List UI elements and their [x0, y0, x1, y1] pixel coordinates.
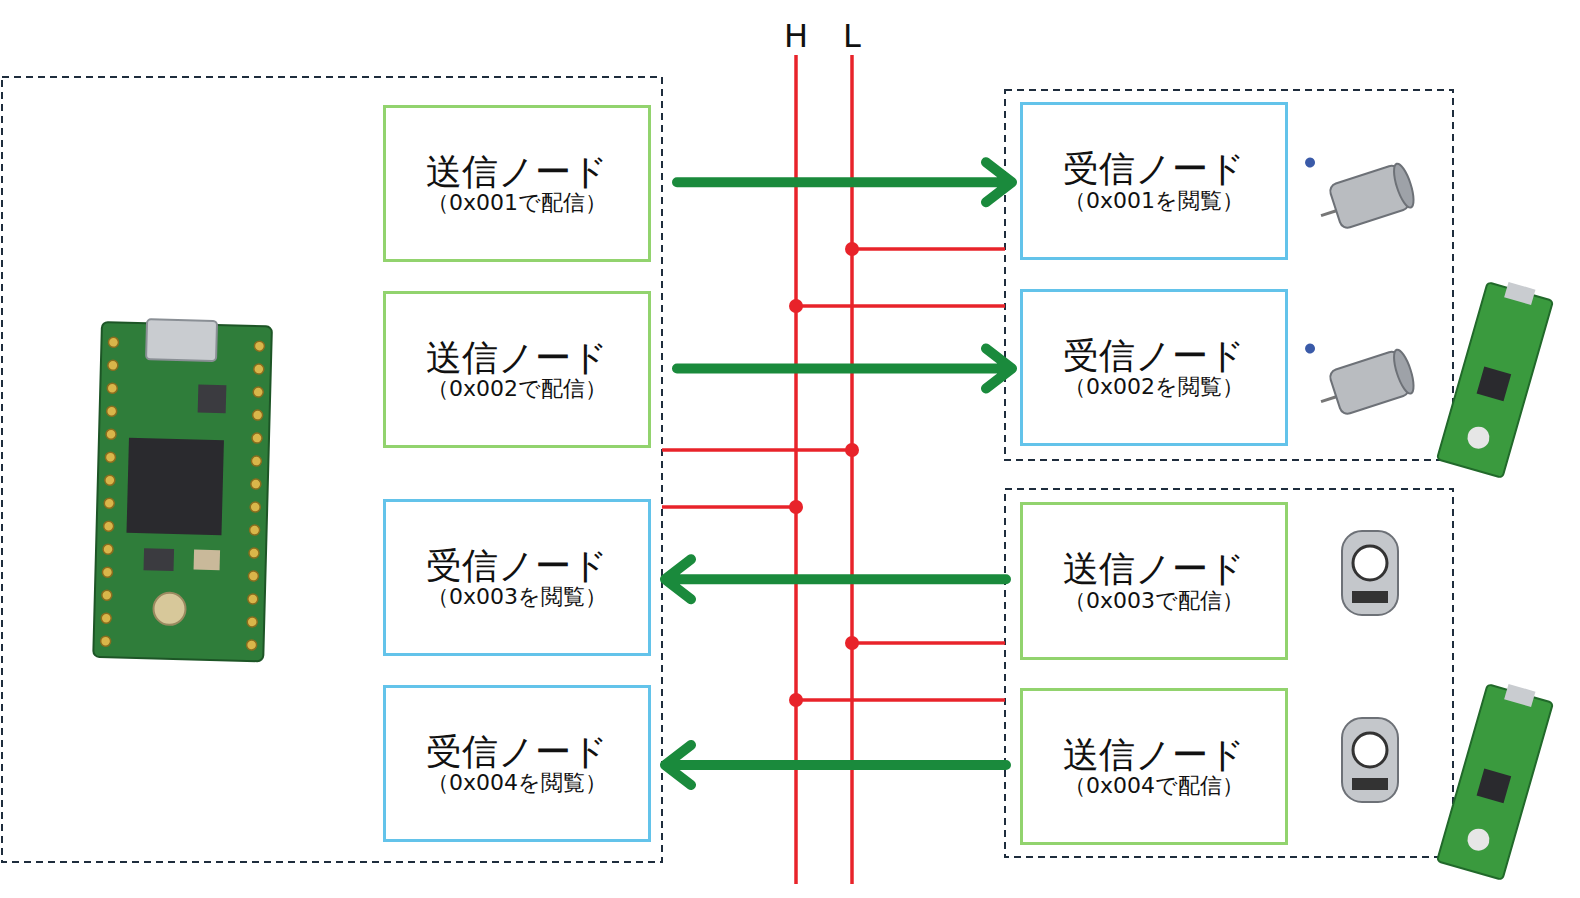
rotary-encoder: [1342, 531, 1398, 615]
bus-line-label: H: [784, 20, 808, 52]
pico-board: [1437, 276, 1555, 477]
motor-group: [1005, 90, 1453, 460]
message-arrow: [665, 559, 1006, 599]
receive-node: 受信ノード（0x004を閲覧）: [383, 685, 651, 842]
node-title: 送信ノード: [426, 338, 608, 378]
send-node: 送信ノード（0x004で配信）: [1020, 688, 1288, 845]
message-arrow: [677, 162, 1012, 202]
bus-line-label: L: [843, 20, 861, 52]
node-subtitle: （0x003を閲覧）: [427, 585, 607, 609]
dc-motor: [1303, 130, 1418, 234]
node-title: 受信ノード: [1063, 336, 1245, 376]
microcontroller-group: [2, 77, 662, 862]
node-subtitle: （0x002で配信）: [427, 377, 607, 401]
receive-node: 受信ノード（0x003を閲覧）: [383, 499, 651, 656]
node-subtitle: （0x002を閲覧）: [1064, 375, 1244, 399]
node-subtitle: （0x003で配信）: [1064, 589, 1244, 613]
send-node: 送信ノード（0x002で配信）: [383, 291, 651, 448]
node-subtitle: （0x004で配信）: [1064, 774, 1244, 798]
pico-board: [1437, 678, 1555, 879]
message-arrow: [665, 745, 1006, 785]
teensy-board: [93, 318, 272, 661]
dc-motor: [1303, 316, 1418, 420]
node-subtitle: （0x004を閲覧）: [427, 771, 607, 795]
node-title: 送信ノード: [426, 152, 608, 192]
node-title: 受信ノード: [426, 732, 608, 772]
node-subtitle: （0x001を閲覧）: [1064, 189, 1244, 213]
node-subtitle: （0x001で配信）: [427, 191, 607, 215]
rotary-encoder: [1342, 718, 1398, 802]
node-title: 受信ノード: [426, 546, 608, 586]
encoder-group: [1005, 489, 1453, 857]
node-title: 送信ノード: [1063, 549, 1245, 589]
node-title: 受信ノード: [1063, 149, 1245, 189]
message-arrow: [677, 349, 1012, 389]
send-node: 送信ノード（0x001で配信）: [383, 105, 651, 262]
node-title: 送信ノード: [1063, 735, 1245, 775]
bus-junctions: [789, 242, 859, 707]
receive-node: 受信ノード（0x002を閲覧）: [1020, 289, 1288, 446]
send-node: 送信ノード（0x003で配信）: [1020, 502, 1288, 660]
receive-node: 受信ノード（0x001を閲覧）: [1020, 102, 1288, 260]
